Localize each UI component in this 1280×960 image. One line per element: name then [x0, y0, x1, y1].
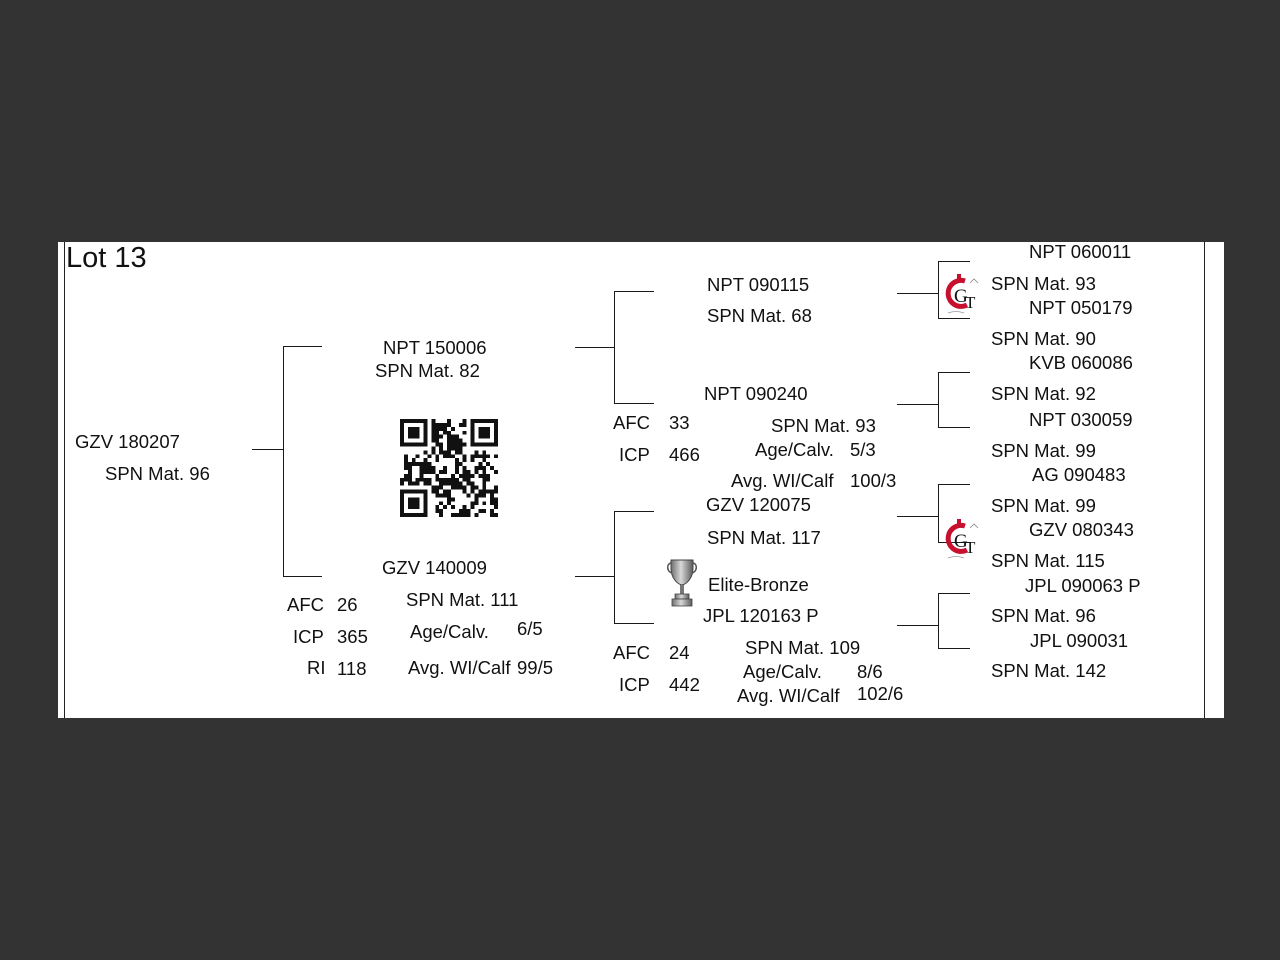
connector: [614, 511, 654, 512]
sds-spn: SPN Mat. 92: [991, 383, 1096, 404]
svg-text:T: T: [965, 538, 976, 557]
sd-id: NPT 090240: [704, 383, 808, 404]
connector: [575, 347, 614, 348]
sss-id: NPT 060011: [1029, 242, 1132, 262]
sd-spn: SPN Mat. 93: [771, 415, 876, 436]
animal-spn: SPN Mat. 96: [105, 463, 210, 484]
sd-avg-value: 100/3: [850, 470, 897, 491]
dd-icp-label: ICP: [619, 674, 650, 695]
dd-age-label: Age/Calv.: [743, 661, 822, 682]
dd-avg-label: Avg. WI/Calf: [737, 685, 840, 706]
sd-afc-label: AFC: [613, 412, 650, 433]
connector: [938, 648, 970, 649]
sss-spn: SPN Mat. 93: [991, 273, 1096, 294]
connector: [614, 511, 615, 623]
connector: [938, 261, 939, 318]
connector: [283, 576, 322, 577]
dds-id: JPL 090063 P: [1025, 575, 1141, 596]
ss-id: NPT 090115: [707, 274, 810, 295]
dam-avg-value: 99/5: [517, 657, 554, 678]
gt-logo-icon: G T: [945, 519, 979, 559]
sire-id: NPT 150006: [383, 337, 487, 358]
connector: [938, 427, 970, 428]
dd-afc-value: 24: [669, 642, 690, 663]
connector: [614, 623, 654, 624]
qr-code-icon: [400, 419, 498, 517]
dd-spn: SPN Mat. 109: [745, 637, 861, 658]
ds-award: Elite-Bronze: [708, 574, 809, 595]
connector: [283, 346, 284, 576]
sd-age-label: Age/Calv.: [755, 439, 834, 460]
connector: [283, 346, 322, 347]
gt-logo-icon: G T: [945, 274, 979, 314]
dam-ri-value: 118: [337, 658, 367, 679]
dam-spn: SPN Mat. 111: [406, 589, 519, 610]
dam-avg-label: Avg. WI/Calf: [408, 657, 511, 678]
ss-spn: SPN Mat. 68: [707, 305, 812, 326]
sd-afc-value: 33: [669, 412, 690, 433]
connector: [252, 449, 283, 450]
connector: [938, 372, 939, 427]
connector: [938, 542, 970, 543]
sdd-id: NPT 030059: [1029, 409, 1133, 430]
sdd-spn: SPN Mat. 99: [991, 440, 1096, 461]
trophy-icon: [666, 559, 698, 607]
pedigree-sheet: Lot 13 GZV 180207 SPN Mat. 96 NPT 150006…: [58, 242, 1224, 718]
dam-afc-value: 26: [337, 594, 358, 615]
connector: [614, 291, 615, 403]
ds-spn: SPN Mat. 117: [707, 527, 821, 548]
dd-avg-value: 102/6: [857, 683, 904, 704]
dam-ri-label: RI: [307, 657, 326, 678]
sd-icp-value: 466: [669, 444, 700, 465]
dam-age-value: 6/5: [517, 618, 543, 639]
lot-title: Lot 13: [66, 242, 147, 274]
connector: [575, 576, 614, 577]
ds-id: GZV 120075: [706, 494, 811, 515]
dam-afc-label: AFC: [287, 594, 324, 615]
dam-age-label: Age/Calv.: [410, 621, 489, 642]
dsd-spn: SPN Mat. 115: [991, 550, 1105, 571]
connector: [938, 484, 939, 542]
ddd-spn: SPN Mat. 142: [991, 660, 1107, 681]
dsd-id: GZV 080343: [1029, 519, 1134, 540]
sd-avg-label: Avg. WI/Calf: [731, 470, 834, 491]
connector: [897, 293, 938, 294]
ssd-spn: SPN Mat. 90: [991, 328, 1096, 349]
connector: [897, 404, 938, 405]
animal-id: GZV 180207: [75, 431, 180, 452]
connector: [938, 318, 970, 319]
dd-icp-value: 442: [669, 674, 700, 695]
connector: [938, 261, 970, 262]
sds-id: KVB 060086: [1029, 352, 1133, 373]
dam-icp-value: 365: [337, 626, 368, 647]
svg-text:G: G: [954, 531, 968, 552]
connector: [938, 372, 970, 373]
ssd-id: NPT 050179: [1029, 297, 1133, 318]
connector: [614, 403, 654, 404]
connector: [938, 484, 970, 485]
left-border: [64, 242, 65, 718]
sd-age-value: 5/3: [850, 439, 876, 460]
right-border: [1204, 242, 1205, 718]
connector: [938, 593, 970, 594]
dd-age-value: 8/6: [857, 661, 883, 682]
svg-text:T: T: [965, 293, 976, 312]
connector: [897, 625, 938, 626]
sire-spn: SPN Mat. 82: [375, 360, 480, 381]
connector: [614, 291, 654, 292]
dd-afc-label: AFC: [613, 642, 650, 663]
connector: [938, 593, 939, 648]
dds-spn: SPN Mat. 96: [991, 605, 1096, 626]
sd-icp-label: ICP: [619, 444, 650, 465]
svg-text:G: G: [954, 286, 968, 307]
connector: [897, 516, 938, 517]
dam-icp-label: ICP: [293, 626, 324, 647]
dss-id: AG 090483: [1032, 464, 1126, 485]
ddd-id: JPL 090031: [1030, 630, 1129, 651]
dss-spn: SPN Mat. 99: [991, 495, 1096, 516]
dd-id: JPL 120163 P: [703, 605, 819, 626]
dam-id: GZV 140009: [382, 557, 487, 578]
